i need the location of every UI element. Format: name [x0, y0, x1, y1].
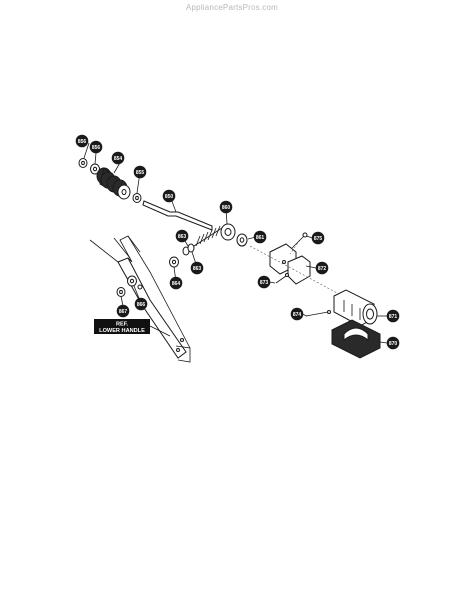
- ref-label-line1: REF.: [116, 322, 129, 328]
- callout-856a-label: 856: [78, 139, 87, 145]
- washer-861: [236, 233, 248, 247]
- callout-856a: 856: [75, 134, 89, 148]
- screw-875: [291, 232, 308, 249]
- callout-867-label: 867: [119, 309, 128, 315]
- washer-867: [116, 287, 126, 297]
- callout-855-label: 855: [136, 170, 145, 176]
- pin-866: [127, 275, 137, 287]
- callout-874: 874: [290, 307, 304, 321]
- callout-870-label: 870: [389, 341, 398, 347]
- housing-871: [333, 289, 378, 327]
- callout-863a-label: 863: [178, 234, 187, 240]
- callout-861-label: 861: [256, 235, 265, 241]
- washer-856-pair: [78, 158, 100, 175]
- callout-860-label: 860: [222, 205, 231, 211]
- callout-872-label: 872: [318, 266, 327, 272]
- callout-863b-label: 863: [193, 266, 202, 272]
- callout-856b: 856: [89, 140, 103, 154]
- callout-873: 873: [257, 275, 271, 289]
- callout-871: 871: [386, 309, 400, 323]
- callout-861: 861: [253, 230, 267, 244]
- washer-864: [169, 256, 179, 268]
- callout-873-label: 873: [260, 280, 269, 286]
- eyebolt-860: [220, 223, 236, 241]
- grip-854: [96, 167, 131, 200]
- callout-850-label: 850: [165, 194, 174, 200]
- callout-866: 866: [134, 297, 148, 311]
- callout-850: 850: [162, 189, 176, 203]
- control-rod-850: [142, 200, 213, 231]
- screw-873: [275, 273, 289, 284]
- callout-863a: 863: [175, 229, 189, 243]
- callout-875: 875: [311, 231, 325, 245]
- callout-856b-label: 856: [92, 145, 101, 151]
- callout-874-label: 874: [293, 312, 302, 318]
- callout-863b: 863: [190, 261, 204, 275]
- screw-874: [305, 310, 331, 317]
- base-870: [331, 319, 381, 359]
- callout-854-label: 854: [114, 156, 123, 162]
- callout-860: 860: [219, 200, 233, 214]
- callout-866-label: 866: [137, 302, 146, 308]
- callout-855: 855: [133, 165, 147, 179]
- washer-855: [132, 193, 142, 203]
- callout-870: 870: [386, 336, 400, 350]
- callout-875-label: 875: [314, 236, 323, 242]
- bracket-872: [249, 239, 351, 301]
- callout-872: 872: [315, 261, 329, 275]
- callout-871-label: 871: [389, 314, 398, 320]
- ref-label-line2: LOWER HANDLE: [99, 328, 145, 334]
- watermark-text: AppliancePartsPros.com: [186, 3, 278, 12]
- washers-863: [182, 243, 195, 256]
- callout-867: 867: [116, 304, 130, 318]
- callout-864: 864: [169, 276, 183, 290]
- callout-864-label: 864: [172, 281, 181, 287]
- callout-854: 854: [111, 151, 125, 165]
- ref-lower-handle-label: REF. LOWER HANDLE: [94, 319, 150, 334]
- spring: [193, 225, 223, 247]
